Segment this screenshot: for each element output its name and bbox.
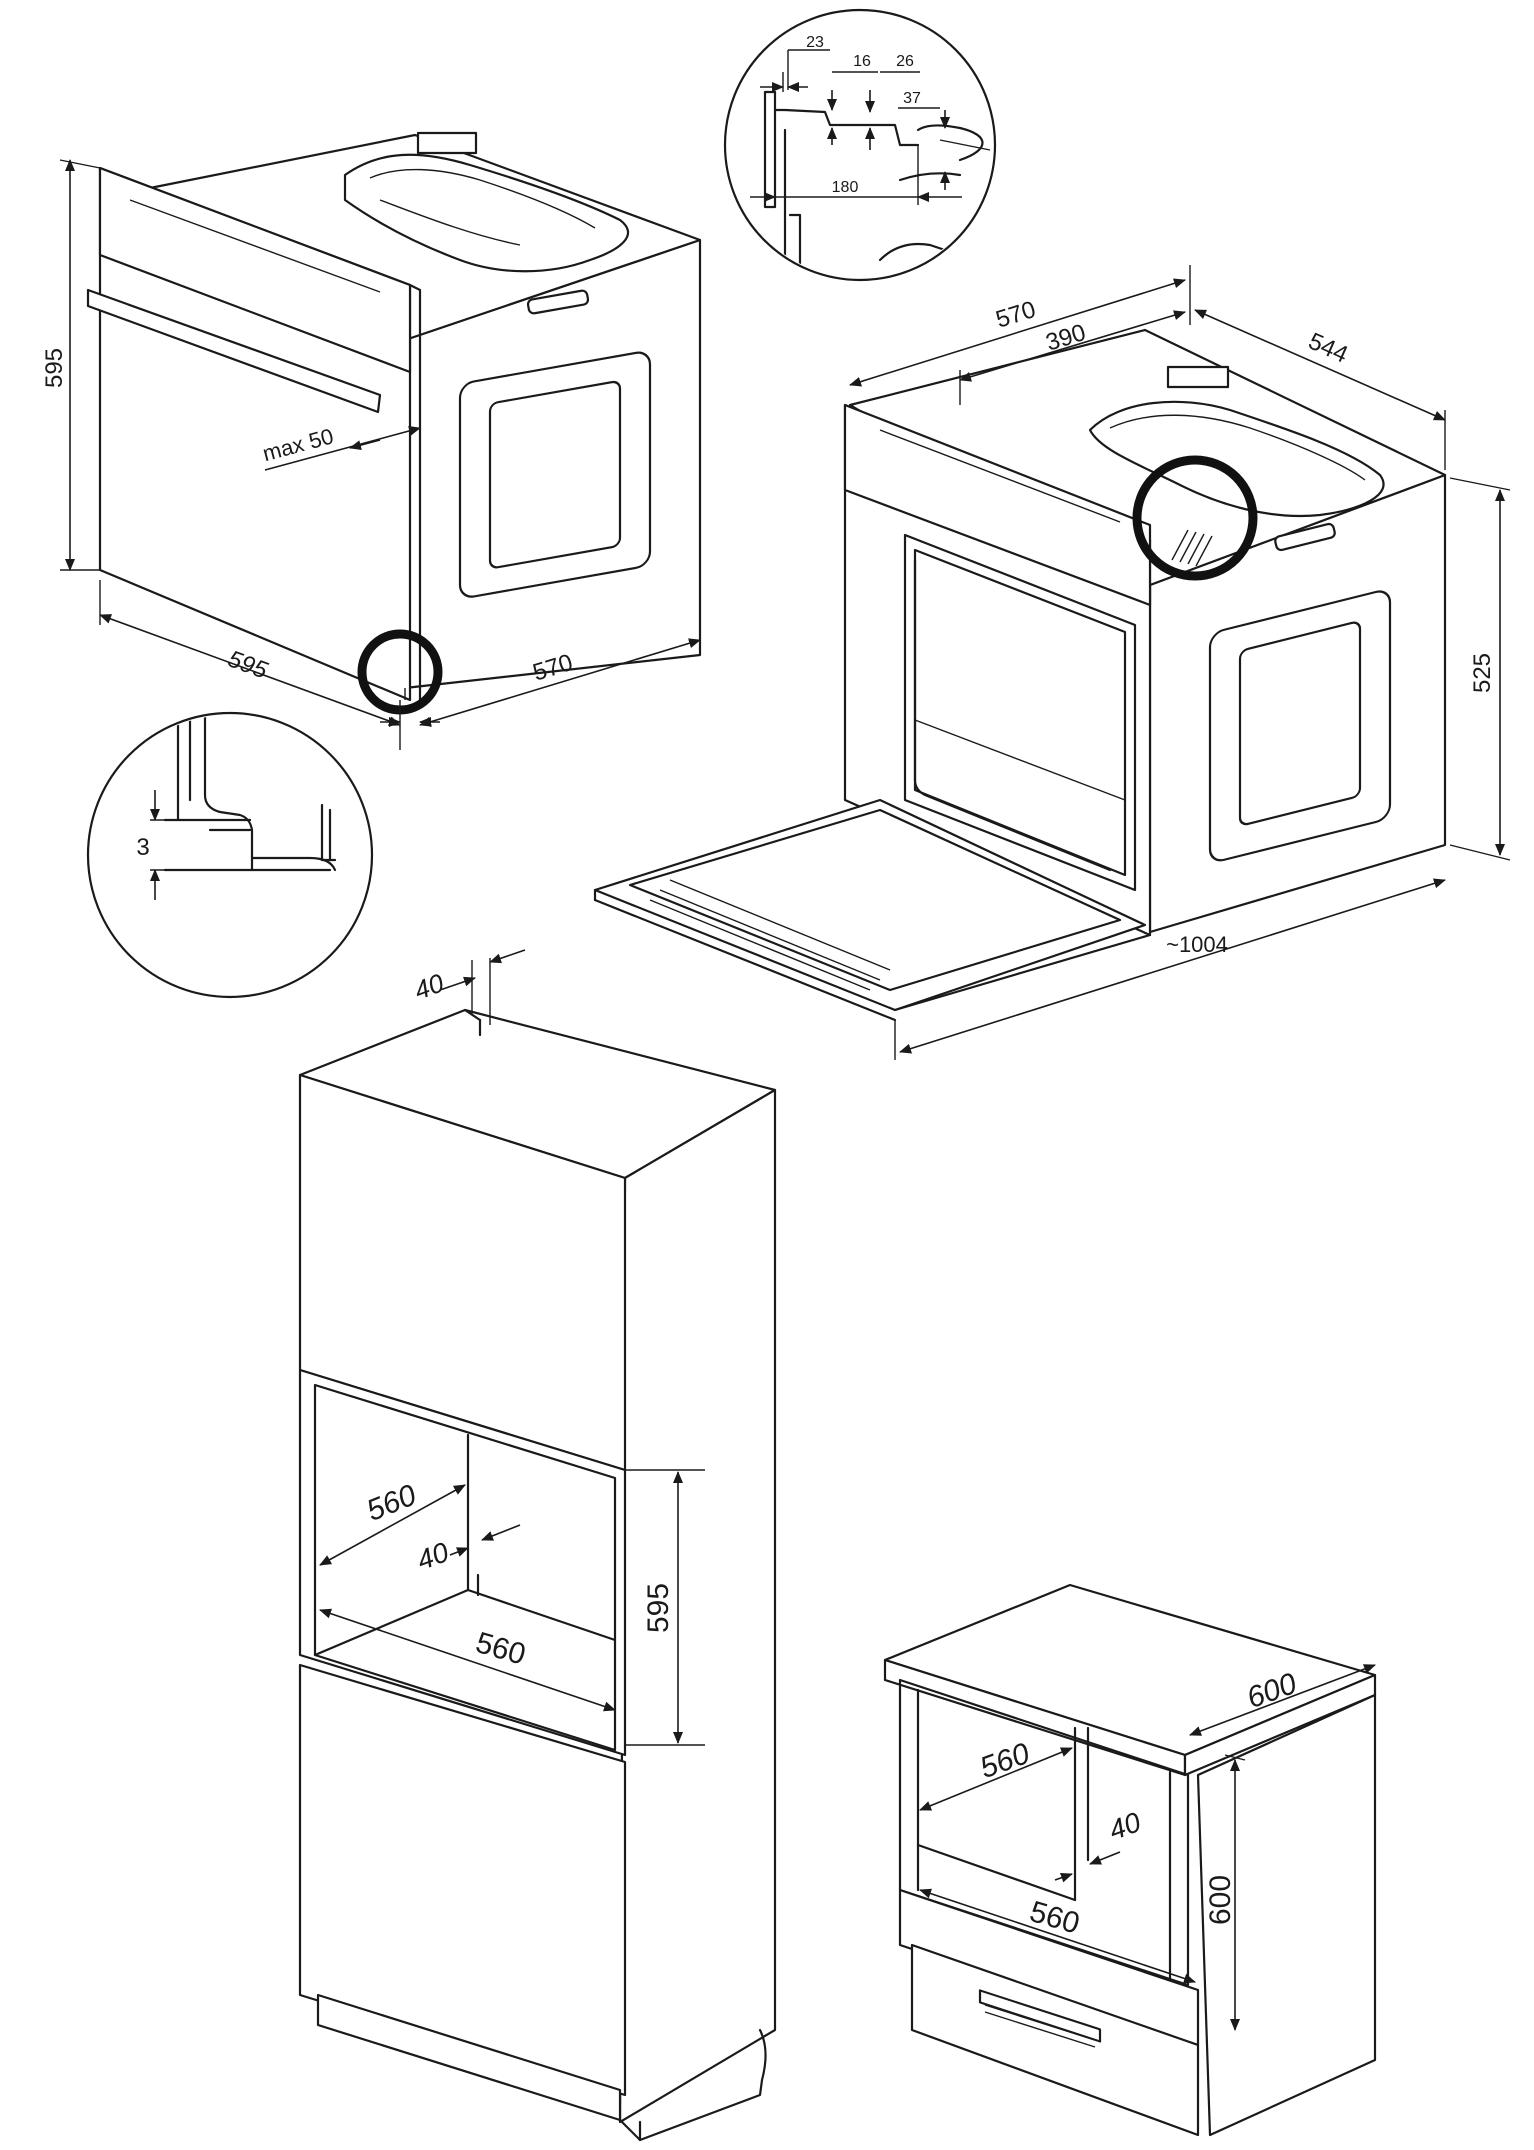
base-height-label: 600 xyxy=(1204,1875,1237,1925)
hatch-marks xyxy=(1171,529,1213,567)
open-height-label: 525 xyxy=(1469,653,1496,693)
base-vent-slots xyxy=(984,2004,1096,2048)
detail-d4-label: 37 xyxy=(903,90,921,107)
tall-top-gap-label: 40 xyxy=(410,967,448,1005)
base-back-gap-label: 40 xyxy=(1105,1806,1145,1846)
tall-height-label: 595 xyxy=(642,1583,675,1633)
side-height-label: 595 xyxy=(41,348,68,388)
tall-cabinet xyxy=(298,1008,777,2142)
detail-d1-label: 23 xyxy=(806,34,824,51)
detail-d5-label: 180 xyxy=(832,179,859,196)
side-width-label: 595 xyxy=(224,645,271,684)
open-view-dimensions: 570 390 544 525 ~1004 xyxy=(849,265,1511,1060)
door-vent-slots xyxy=(649,879,891,991)
open-depth-total-label: ~1004 xyxy=(1166,932,1228,957)
detail-d3-label: 26 xyxy=(896,53,914,70)
base-cabinet xyxy=(883,1583,1377,2137)
detail-d2-label: 16 xyxy=(853,53,871,70)
oven-side-view xyxy=(86,131,702,715)
base-depth-label: 560 xyxy=(976,1737,1035,1785)
bottom-gap-label: 3 xyxy=(136,834,149,861)
detail-bottom-circle: 3 xyxy=(86,711,374,999)
detail-top-circle: 23 16 26 37 180 xyxy=(723,8,997,282)
oven-open-view xyxy=(593,328,1447,1022)
open-depth-label: 544 xyxy=(1304,328,1352,369)
